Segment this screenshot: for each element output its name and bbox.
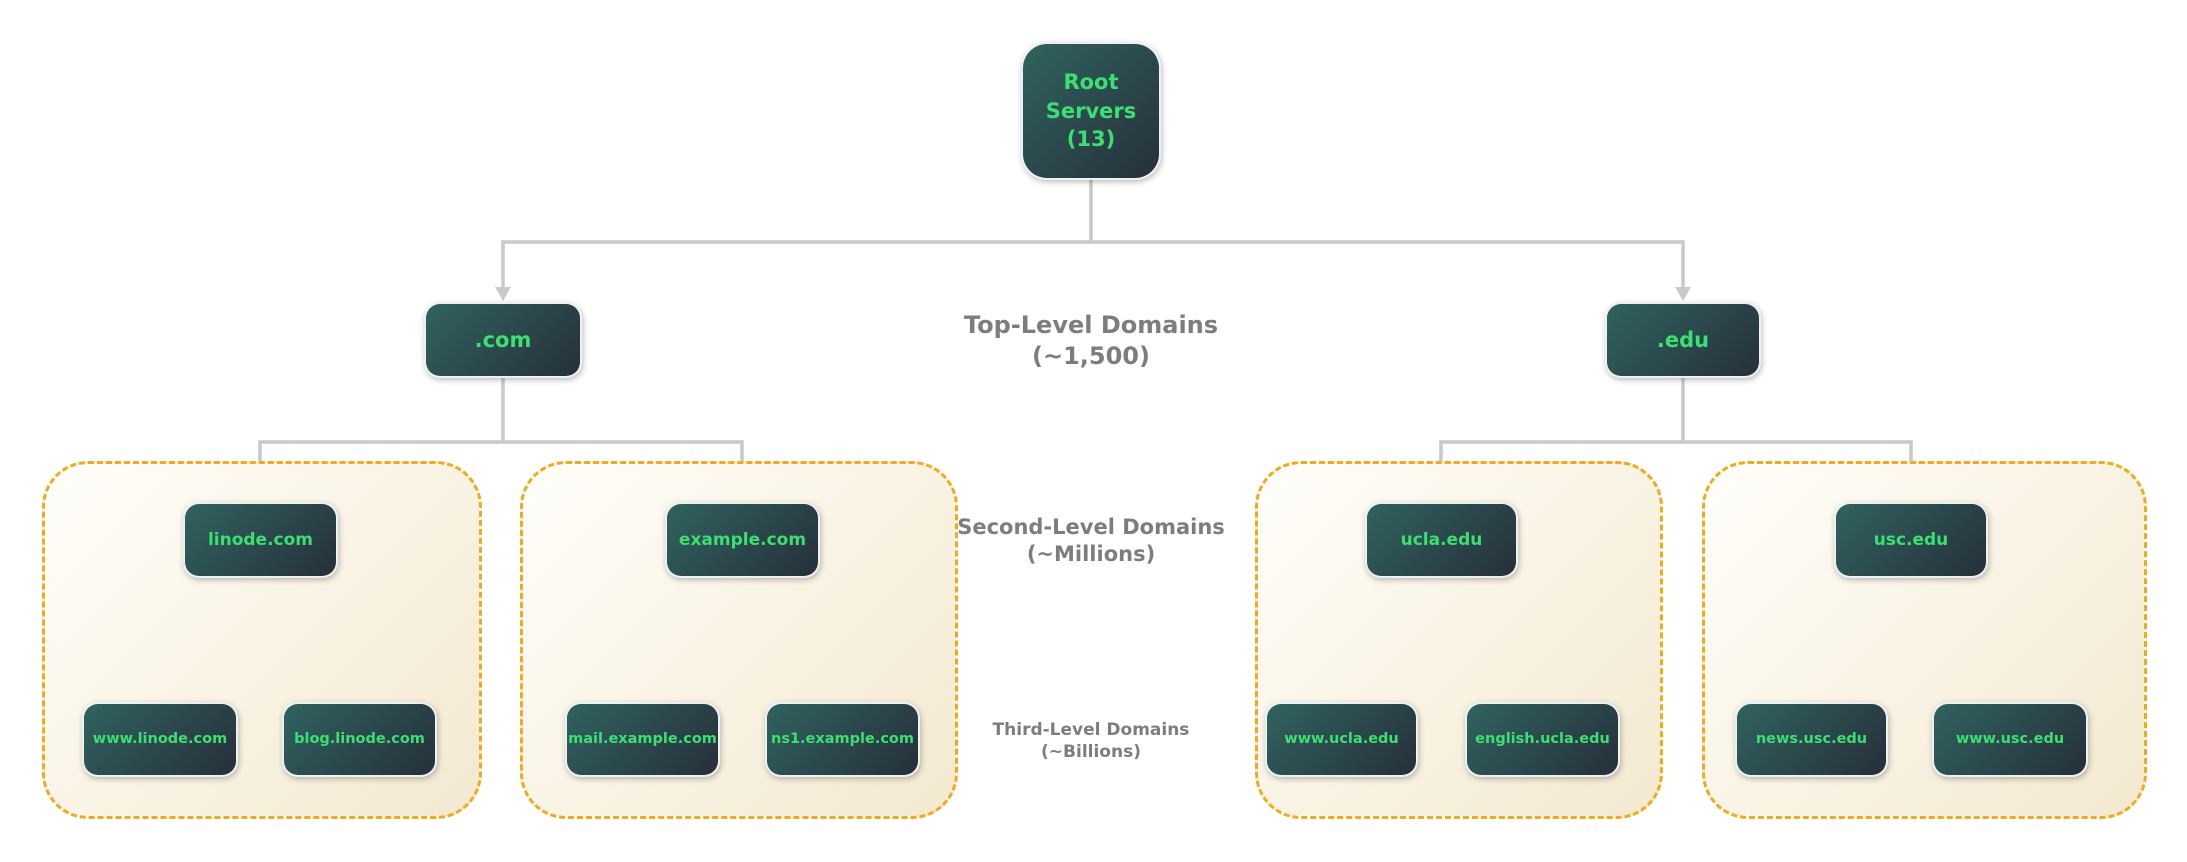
- level-count: (~1,500): [1032, 341, 1150, 370]
- node-linode-com: linode.com: [183, 502, 338, 578]
- node-ns1-example-com: ns1.example.com: [765, 702, 920, 777]
- level-title: Third-Level Domains: [992, 720, 1190, 740]
- node-tld-edu: .edu: [1605, 302, 1761, 378]
- level-title: Second-Level Domains: [957, 515, 1225, 539]
- level-title: Top-Level Domains: [963, 311, 1219, 339]
- level-label-second-level-domains: Second-Level Domains (~Millions): [930, 514, 1252, 568]
- node-root-servers: Root Servers (13): [1021, 42, 1161, 180]
- node-www-ucla-edu: www.ucla.edu: [1265, 702, 1418, 777]
- node-www-linode-com: www.linode.com: [82, 702, 238, 777]
- level-label-top-level-domains: Top-Level Domains (~1,500): [930, 310, 1252, 371]
- node-example-com: example.com: [665, 502, 820, 578]
- level-count: (~Billions): [1041, 741, 1141, 762]
- level-label-third-level-domains: Third-Level Domains (~Billions): [930, 720, 1252, 764]
- node-blog-linode-com: blog.linode.com: [282, 702, 437, 777]
- level-count: (~Millions): [1026, 541, 1156, 566]
- node-tld-com: .com: [424, 302, 582, 378]
- node-ucla-edu: ucla.edu: [1365, 502, 1518, 578]
- node-english-ucla-edu: english.ucla.edu: [1465, 702, 1620, 777]
- node-mail-example-com: mail.example.com: [565, 702, 720, 777]
- node-news-usc-edu: news.usc.edu: [1735, 702, 1888, 777]
- node-www-usc-edu: www.usc.edu: [1932, 702, 2088, 777]
- node-usc-edu: usc.edu: [1834, 502, 1988, 578]
